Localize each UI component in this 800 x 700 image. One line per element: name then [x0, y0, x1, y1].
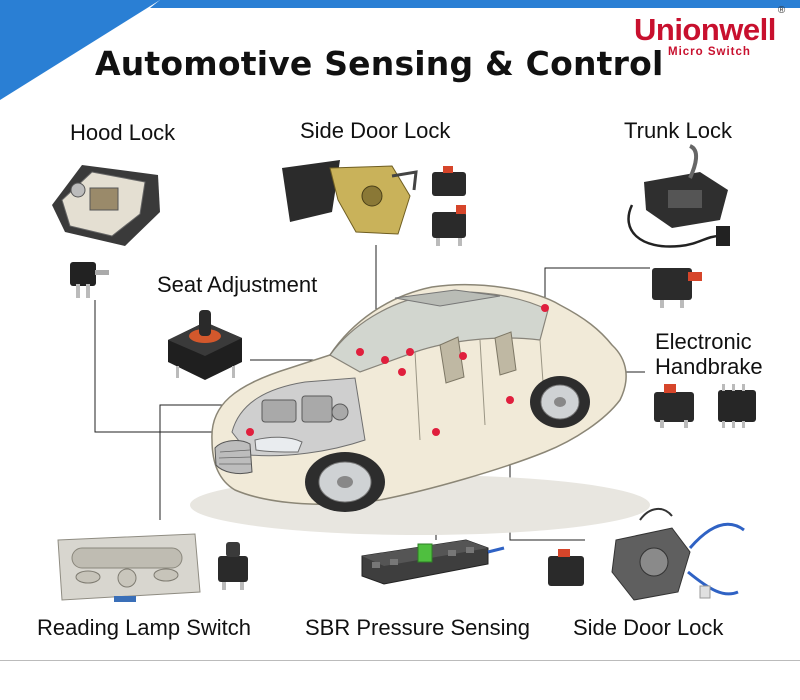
- label-reading-lamp-switch: Reading Lamp Switch: [37, 615, 252, 640]
- label-side-door-lock-top: Side Door Lock: [300, 118, 451, 143]
- trunk-lock-image: [627, 144, 730, 248]
- sensor-markers: [246, 304, 549, 436]
- front-wheel: [305, 452, 385, 512]
- leader-trunk: [544, 267, 650, 308]
- page-title: Automotive Sensing & Control: [95, 44, 664, 83]
- seat-adjustment-image: [168, 310, 242, 380]
- rear-wheel: [530, 376, 590, 428]
- reading-lamp-switch-image: [218, 542, 248, 590]
- label-hood-lock: Hood Lock: [70, 120, 176, 145]
- label-sbr-pressure-sensing: SBR Pressure Sensing: [305, 615, 530, 640]
- corner-banner: [0, 0, 160, 100]
- side-door-lock-bottom-image: [611, 508, 745, 601]
- label-seat-adjustment: Seat Adjustment: [157, 272, 318, 297]
- marker-extra: [459, 352, 467, 360]
- marker-seat: [381, 356, 389, 364]
- bottom-divider: [0, 660, 800, 661]
- marker-door-rear: [506, 396, 514, 404]
- side-door-lock-top-image: [282, 160, 418, 235]
- marker-door: [356, 348, 364, 356]
- marker-handbrake: [398, 368, 406, 376]
- side-door-switch-top-2: [432, 205, 466, 246]
- leader-hood-lock: [94, 300, 250, 433]
- reading-lamp-image: [57, 533, 201, 602]
- label-electronic-handbrake-line2: Handbrake: [655, 354, 763, 379]
- trunk-switch-image: [652, 268, 702, 308]
- brand-name: Unionwell: [634, 12, 776, 47]
- sbr-pressure-image: [361, 539, 505, 585]
- brand-logo: Unionwell®: [634, 5, 785, 48]
- label-trunk-lock: Trunk Lock: [624, 118, 733, 143]
- label-side-door-lock-bottom: Side Door Lock: [573, 615, 724, 640]
- registered-mark: ®: [777, 4, 785, 16]
- handbrake-switch-1: [654, 384, 694, 428]
- top-stripe: [150, 0, 800, 8]
- marker-lamp: [406, 348, 414, 356]
- marker-trunk: [541, 304, 549, 312]
- label-electronic-handbrake-line1: Electronic: [655, 329, 752, 354]
- hood-lock-switch-image: [70, 262, 109, 298]
- marker-hood: [246, 428, 254, 436]
- handbrake-switch-2: [718, 384, 756, 428]
- marker-sbr: [432, 428, 440, 436]
- side-door-switch-bottom: [548, 549, 584, 586]
- hood-lock-image: [52, 165, 160, 246]
- brand-tagline: Micro Switch: [668, 46, 751, 58]
- side-door-switch-top-1: [432, 166, 466, 196]
- car-illustration: [190, 284, 650, 535]
